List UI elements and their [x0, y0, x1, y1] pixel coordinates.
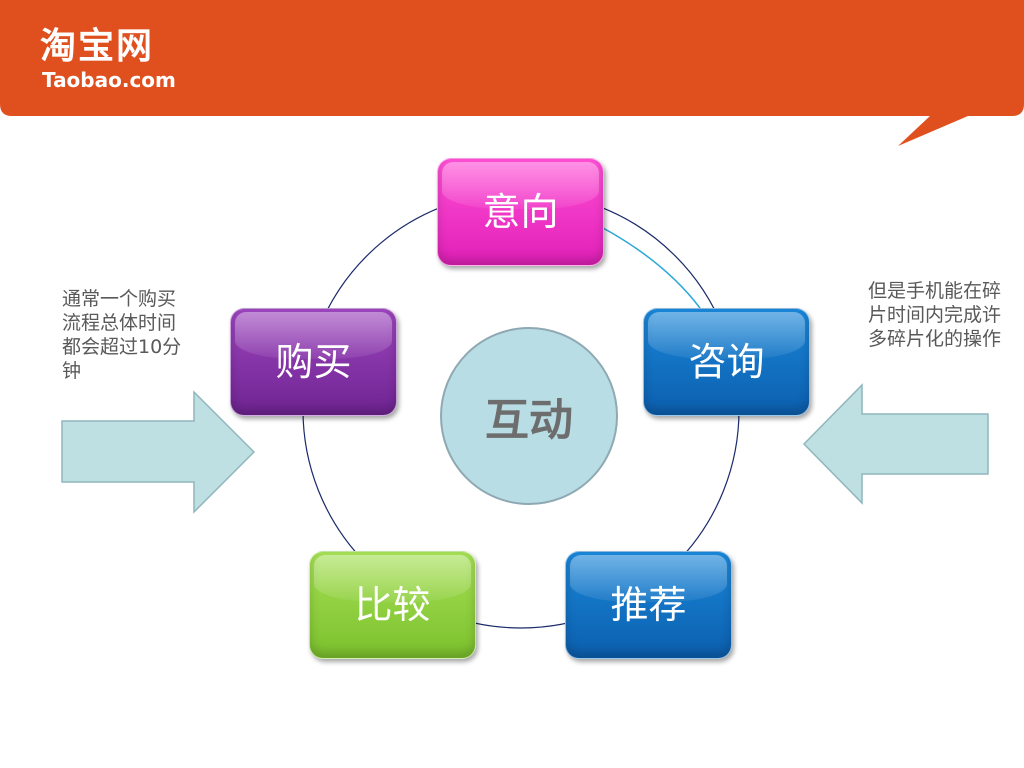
node-consult: 咨询: [643, 308, 810, 416]
node-consult-label: 咨询: [688, 340, 765, 384]
center-label: 互动: [485, 395, 573, 446]
node-buy: 购买: [230, 308, 397, 416]
node-intent-label: 意向: [482, 190, 559, 234]
node-compare-label: 比较: [354, 583, 431, 627]
arrow-left-icon: [802, 383, 989, 505]
logo-chinese: 淘宝网: [40, 26, 155, 67]
connector-intent-consult: [602, 227, 701, 309]
node-recommend-label: 推荐: [610, 583, 687, 627]
node-compare: 比较: [309, 551, 476, 659]
node-recommend: 推荐: [565, 551, 732, 659]
note-right: 但是手机能在碎片时间内完成许多碎片化的操作: [868, 280, 1002, 350]
arrow-right-icon: [61, 390, 256, 514]
logo-english: Taobao.com: [42, 68, 176, 92]
node-intent: 意向: [437, 158, 604, 266]
header-banner-shape: [0, 0, 1024, 146]
note-left: 通常一个购买流程总体时间都会超过10分钟: [62, 288, 182, 382]
node-buy-label: 购买: [275, 340, 352, 384]
center-circle: 互动: [440, 327, 618, 505]
header-bar: 淘宝网 Taobao.com: [0, 0, 1024, 146]
